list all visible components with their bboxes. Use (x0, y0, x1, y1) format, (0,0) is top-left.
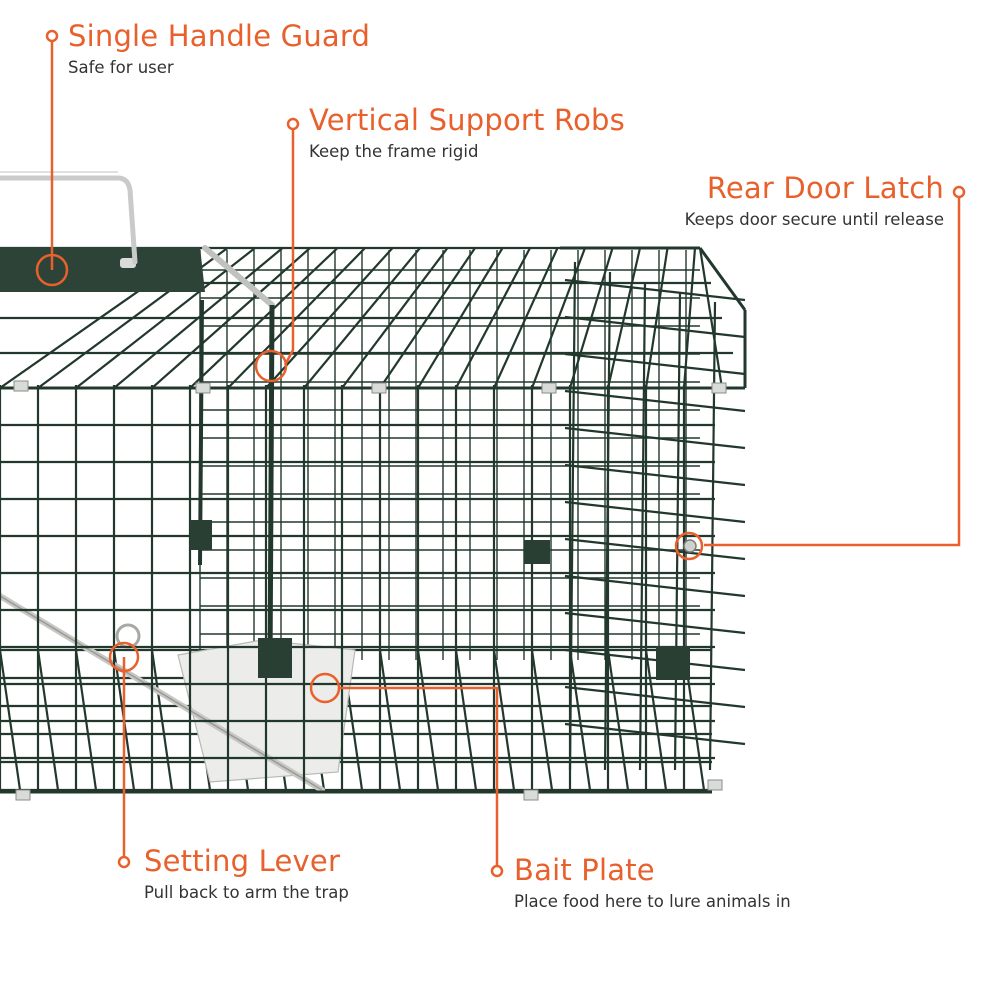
leader-dot-icon (490, 864, 504, 878)
leader-dot-icon (286, 117, 300, 131)
leader-bait (340, 686, 499, 870)
callout-rear-latch: Rear Door Latch Keeps door secure until … (685, 174, 944, 229)
callout-subtitle: Safe for user (68, 58, 174, 77)
leader-dot-icon (45, 29, 59, 43)
wire (564, 315, 746, 339)
support-rod (202, 245, 275, 308)
callout-title: Vertical Support Robs (309, 103, 625, 137)
wire (708, 301, 717, 771)
handle (0, 175, 138, 265)
callout-subtitle: Place food here to lure animals in (514, 892, 791, 911)
callout-title: Single Handle Guard (68, 19, 371, 53)
wire (564, 611, 746, 635)
callout-bait-plate: Bait Plate Place food here to lure anima… (514, 856, 791, 911)
wire (564, 463, 746, 487)
handle-guard-plate (0, 247, 205, 292)
wire (603, 271, 612, 771)
wire (673, 291, 682, 771)
wire (564, 722, 746, 746)
wire (564, 500, 746, 524)
wire (564, 389, 746, 413)
wire (564, 352, 746, 376)
leader-dot-icon (952, 185, 966, 199)
wire (564, 574, 746, 598)
callout-subtitle: Pull back to arm the trap (144, 883, 349, 902)
leader-dot-icon (117, 855, 131, 869)
wire (564, 537, 746, 561)
callout-title: Bait Plate (514, 853, 655, 887)
wire (564, 685, 746, 709)
callout-title: Setting Lever (144, 844, 341, 878)
callout-subtitle: Keep the frame rigid (309, 142, 479, 161)
callout-title: Rear Door Latch (706, 171, 944, 205)
wire (564, 278, 746, 302)
cage-end-panel (564, 261, 746, 771)
rod-bracket (190, 520, 212, 550)
latch-pin (683, 539, 697, 553)
wire (698, 247, 747, 311)
wire (564, 648, 746, 672)
callout-subtitle: Keeps door secure until release (684, 210, 944, 229)
callout-handle-guard: Single Handle Guard Safe for user (68, 22, 370, 77)
wire (568, 261, 577, 771)
callout-setting-lever: Setting Lever Pull back to arm the trap (144, 847, 349, 902)
callout-support-rods: Vertical Support Robs Keep the frame rig… (309, 106, 625, 161)
wire (564, 426, 746, 450)
leader-latch (704, 193, 961, 547)
leader-support (283, 124, 295, 366)
